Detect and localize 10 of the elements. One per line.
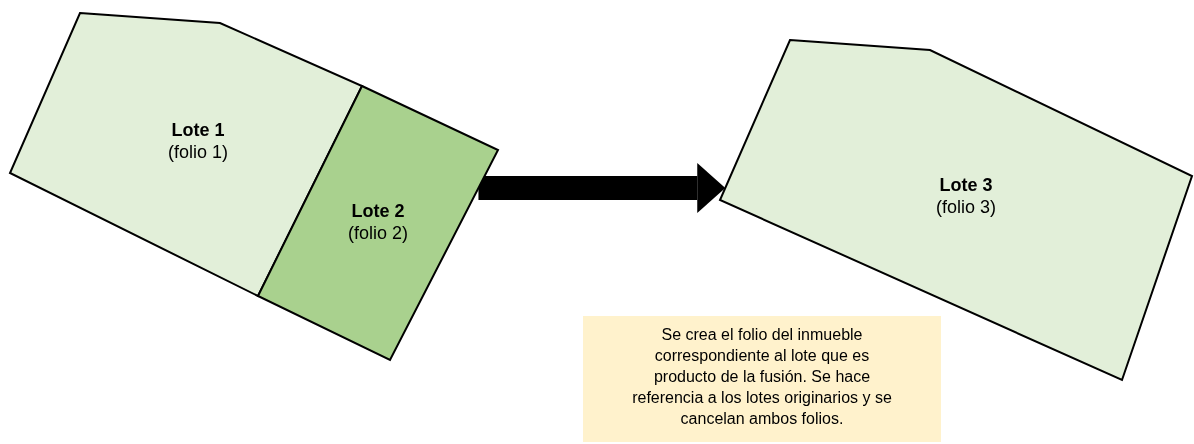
lot-name: Lote 2	[350, 200, 406, 222]
land-lot	[256, 84, 501, 364]
note-box	[583, 316, 941, 442]
folio-label: (folio 2)	[348, 222, 408, 244]
lot-name: Lote 3	[938, 174, 994, 196]
folio-label: (folio 1)	[168, 141, 228, 163]
note-text: Se crea el folio del inmueble correspondiente al lote que es producto de la fusión. Se hace referencia a los lotes originarios y se cancelan ambos folios.	[632, 326, 892, 427]
arrow	[478, 163, 726, 213]
folio-label: (folio 3)	[936, 196, 996, 218]
lot-name: Lote 1	[170, 119, 226, 141]
